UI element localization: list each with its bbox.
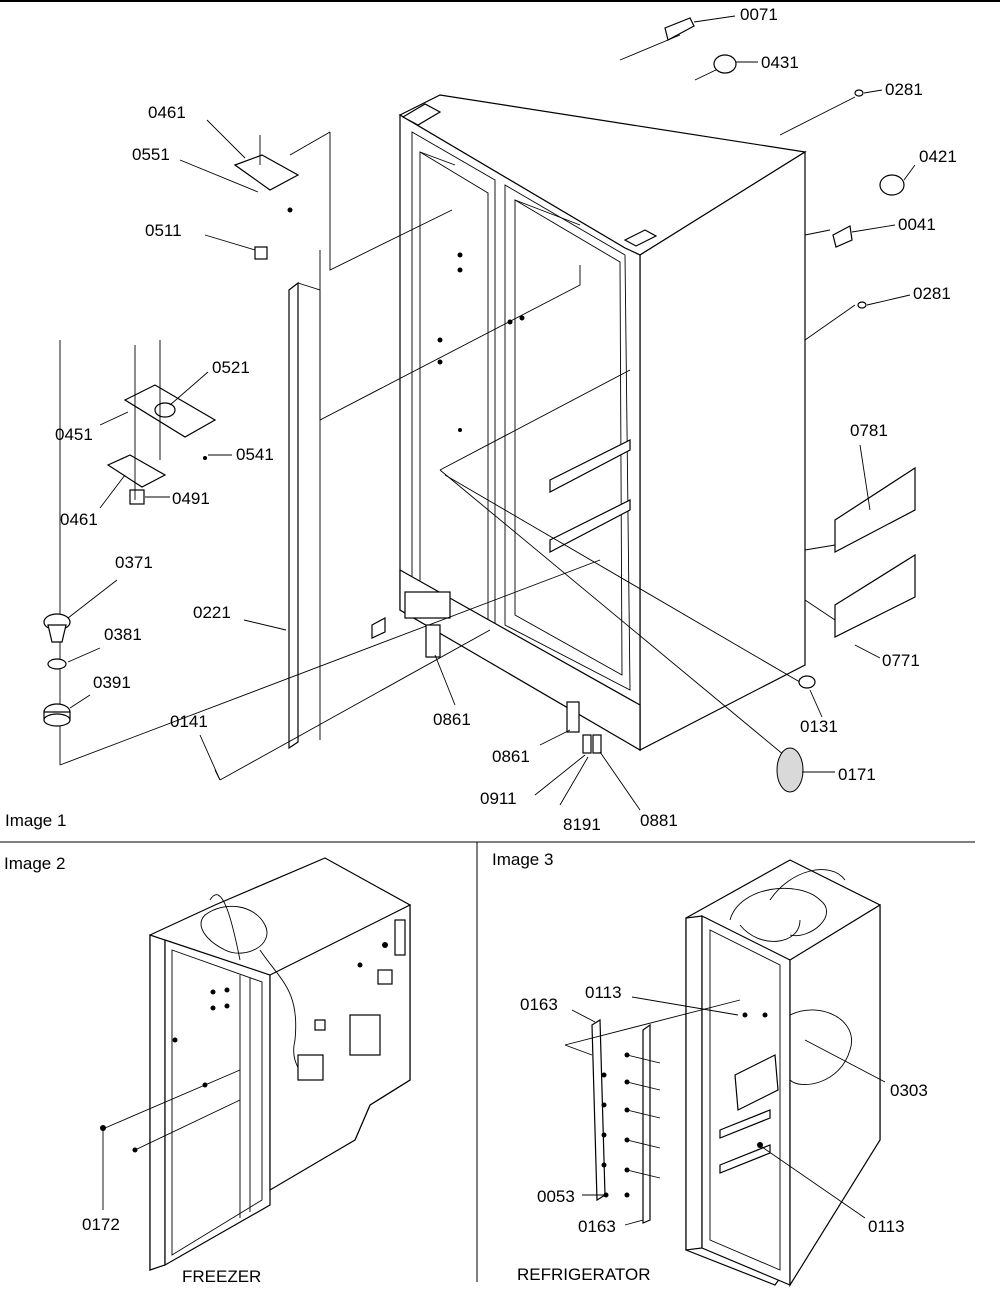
- callout-label: 0881: [640, 811, 678, 830]
- callout-label: 0131: [800, 717, 838, 736]
- callout-label: 0541: [236, 445, 274, 464]
- callout-label: 0221: [193, 603, 231, 622]
- callout-label: 0421: [919, 147, 957, 166]
- callout-label: 0113: [585, 983, 622, 1002]
- callout-label: 0861: [492, 747, 530, 766]
- callout-label: 0281: [913, 284, 951, 303]
- image-1-drawing: [43, 17, 916, 793]
- callout-label: 0163: [520, 995, 558, 1014]
- image-1-leaders: [67, 15, 916, 811]
- callout-label: 0113: [868, 1217, 905, 1236]
- callout-label: 0281: [885, 80, 923, 99]
- callout-label: 0551: [132, 145, 170, 164]
- image-2-drawing: [100, 857, 411, 1272]
- callout-label: 0371: [115, 553, 153, 572]
- callout-label: 0053: [537, 1187, 575, 1206]
- callout-label: 8191: [563, 815, 601, 834]
- callout-label: 0071: [740, 5, 778, 24]
- callout-label: 0461: [60, 510, 98, 529]
- image-3-caption: Image 3: [492, 850, 553, 869]
- callout-label: 0511: [145, 221, 182, 240]
- callout-label: 0461: [148, 103, 186, 122]
- callout-label: 0041: [898, 215, 936, 234]
- callout-label: 0381: [104, 625, 142, 644]
- image-3-drawing: [564, 859, 881, 1288]
- callout-label: 0451: [55, 425, 93, 444]
- callout-label: 0172: [82, 1215, 120, 1234]
- callout-label: 0391: [93, 673, 131, 692]
- image-3-leaders: [571, 996, 886, 1226]
- freezer-label: FREEZER: [182, 1267, 261, 1286]
- callout-label: 0431: [761, 53, 799, 72]
- callout-label: 0911: [480, 789, 517, 808]
- callout-label: 0171: [838, 765, 876, 784]
- image-1-caption: Image 1: [5, 811, 66, 830]
- callout-label: 0141: [170, 712, 208, 731]
- refrigerator-label: REFRIGERATOR: [517, 1265, 651, 1284]
- callout-label: 0163: [578, 1217, 616, 1236]
- callout-label: 0781: [850, 421, 888, 440]
- image-2-caption: Image 2: [4, 854, 65, 873]
- callout-label: 0771: [882, 651, 920, 670]
- callout-label: 0303: [890, 1081, 928, 1100]
- callout-label: 0861: [433, 710, 471, 729]
- callout-label: 0491: [172, 489, 210, 508]
- callout-label: 0521: [212, 358, 250, 377]
- image-1-callouts: 0071 0431 0281 0421 0041 0281 0461 0551 …: [55, 5, 957, 834]
